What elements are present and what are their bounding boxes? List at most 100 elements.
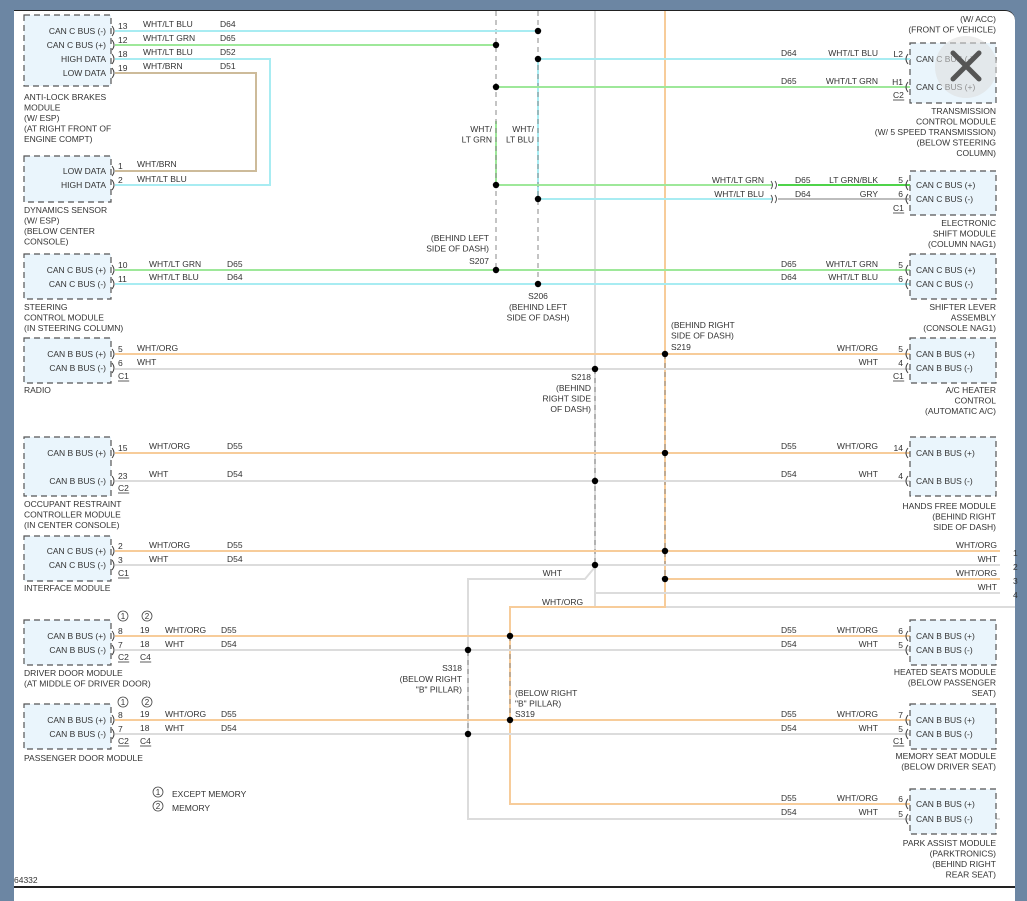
offpage-pin: 3 <box>1013 576 1018 586</box>
abs-circuit: D52 <box>220 47 236 57</box>
esm-module-box <box>909 170 997 216</box>
tcm-module-name: (W/ 5 SPEED TRANSMISSION) <box>875 127 996 137</box>
hsm-module-name: HEATED SEATS MODULE <box>894 667 997 677</box>
dyn-pin-number: 2 <box>118 175 123 185</box>
pdm-variant-1-text: 1 <box>121 698 126 707</box>
scm-module-name: STEERING <box>24 302 67 312</box>
hvac-wire-color: WHT/ORG <box>837 343 878 353</box>
esm-module-name: ELECTRONIC <box>941 218 996 228</box>
abs-connector-icon <box>111 53 115 65</box>
splice-dot <box>464 730 472 738</box>
tcm-pin-number: H1 <box>892 77 903 87</box>
esm-wire-in-color: WHT/LT GRN <box>712 175 764 185</box>
orc-wire-color: WHT <box>149 469 168 479</box>
abs-connector-icon <box>111 39 115 51</box>
esm-pin-label: CAN C BUS (+) <box>916 180 975 190</box>
radio-module-name: RADIO <box>24 385 51 395</box>
pdm-variant-1 <box>117 696 129 708</box>
hsm-pin-label: CAN B BUS (-) <box>916 645 973 655</box>
abs-pin-number: 18 <box>118 49 128 59</box>
pdm-pin2: 18 <box>140 723 150 733</box>
splice-dot-s207 <box>492 266 500 274</box>
radio-pin-number: 5 <box>118 344 123 354</box>
pam-module-name: REAR SEAT) <box>946 870 997 880</box>
hfm-circuit: D54 <box>781 469 797 479</box>
orc-circuit: D54 <box>227 469 243 479</box>
hfm-module-name: (BEHIND RIGHT <box>932 512 996 522</box>
msm-connector-icon <box>905 714 909 726</box>
hsm-connector-icon <box>905 644 909 656</box>
orc-pin-number: 23 <box>118 471 128 481</box>
hfm-pin-label: CAN B BUS (+) <box>916 448 975 458</box>
dyn-module-name: CONSOLE) <box>24 237 69 247</box>
msm-pin-number: 5 <box>898 724 903 734</box>
ddm-module-name: DRIVER DOOR MODULE <box>24 668 123 678</box>
msm-circuit: D54 <box>781 723 797 733</box>
scm-wire-color: WHT/LT GRN <box>149 259 201 269</box>
tcm-circuit: D64 <box>781 48 797 58</box>
ddm-connector-icon <box>111 644 115 656</box>
hfm-pin-label: CAN B BUS (-) <box>916 476 973 486</box>
pdm-variant-2-text: 2 <box>145 698 150 707</box>
window-frame-left <box>0 0 14 899</box>
ddm-module-name: (AT MIDDLE OF DRIVER DOOR) <box>24 679 151 689</box>
hvac-wire-color: WHT <box>859 357 878 367</box>
abs-wire-d51 <box>115 72 257 172</box>
tcm-connector-icon <box>905 81 909 93</box>
orc-module-name: OCCUPANT RESTRAINT <box>24 499 121 509</box>
pdm-pin2: 19 <box>140 709 150 719</box>
abs-circuit: D51 <box>220 61 236 71</box>
abs-module-name: ENGINE COMPT) <box>24 134 93 144</box>
abs-module-name: MODULE <box>24 103 61 113</box>
hsm-pin-number: 6 <box>898 626 903 636</box>
abs-module-name: ANTI-LOCK BRAKES <box>24 92 107 102</box>
hvac-module-name: (AUTOMATIC A/C) <box>925 406 996 416</box>
abs-pin-number: 19 <box>118 63 128 73</box>
tcm-connector-icon <box>905 53 909 65</box>
tcm-pin-number: L2 <box>894 49 904 59</box>
splice-dot <box>506 632 514 640</box>
hfm-pin-number: 4 <box>898 471 903 481</box>
ddm-pin2: 19 <box>140 625 150 635</box>
abs-pin-number: 12 <box>118 35 128 45</box>
hsm-module-box <box>909 619 997 666</box>
ddm-pin-label: CAN B BUS (+) <box>47 631 106 641</box>
pam-wire-color: WHT/ORG <box>837 793 878 803</box>
legend-mark-text: 1 <box>156 788 161 797</box>
sla-circuit: D64 <box>781 272 797 282</box>
pam-circuit: D55 <box>781 793 797 803</box>
hsm-connector-icon <box>905 630 909 642</box>
abs-pin-label: CAN C BUS (+) <box>47 40 106 50</box>
pam-circuit: D54 <box>781 807 797 817</box>
ddm-pin-label: CAN B BUS (-) <box>49 645 106 655</box>
pdm-connector2: C4 <box>140 736 151 746</box>
abs-module-box <box>23 14 112 87</box>
steering-module-box <box>23 253 112 300</box>
esm-wire-color: GRY <box>860 189 879 199</box>
splice-dot-s206 <box>534 280 542 288</box>
pam-connector-icon <box>905 798 909 810</box>
hsm-module-name: SEAT) <box>972 688 997 698</box>
trunk-wht-return <box>594 599 1015 608</box>
pdm-wire-color: WHT <box>165 723 184 733</box>
sla-circuit: D65 <box>781 259 797 269</box>
splice-s219-id: S219 <box>671 342 691 352</box>
tcm-connector: C2 <box>893 90 904 100</box>
splice-dot <box>661 547 669 555</box>
close-button[interactable] <box>935 36 997 98</box>
inline-connector-icon <box>770 180 777 204</box>
orc-module-name: CONTROLLER MODULE <box>24 510 121 520</box>
hsm-circuit: D55 <box>781 625 797 635</box>
hfm-connector-icon <box>905 475 909 487</box>
tcm-module-name: CONTROL MODULE <box>916 117 996 127</box>
splice-dot <box>661 449 669 457</box>
tcm-module-name: (BELOW STEERING <box>917 138 996 148</box>
dyn-module-name: DYNAMICS SENSOR <box>24 205 107 215</box>
sla-module-name: (CONSOLE NAG1) <box>923 323 996 333</box>
trunk-label-wht-branch: WHT <box>543 568 562 578</box>
scm-pin-label: CAN C BUS (+) <box>47 265 106 275</box>
orc-module-box <box>23 436 112 497</box>
msm-pin-number: 7 <box>898 710 903 720</box>
